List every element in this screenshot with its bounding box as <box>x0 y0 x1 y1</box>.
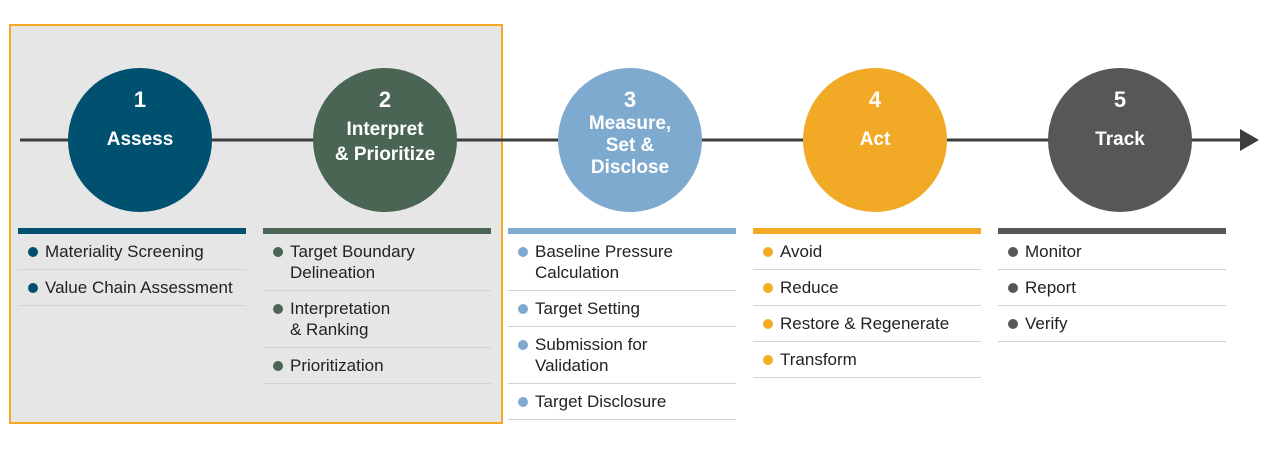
bullet-icon <box>1008 319 1018 329</box>
step-3-number: 3 <box>623 87 637 112</box>
bullet-icon <box>518 247 528 257</box>
arrow-head-icon <box>1240 129 1259 151</box>
bullet-icon <box>28 247 38 257</box>
list-item: Verify <box>998 306 1226 342</box>
step-1-circle <box>68 68 212 212</box>
step-5-circle <box>1048 68 1192 212</box>
item-label: Value Chain Assessment <box>45 278 233 297</box>
bullet-icon <box>273 361 283 371</box>
list-item: Value Chain Assessment <box>18 270 246 306</box>
item-label: Materiality Screening <box>45 242 204 261</box>
step-5-list: Monitor Report Verify <box>998 228 1226 342</box>
step-3-circle <box>558 68 702 212</box>
item-label: Baseline Pressure Calculation <box>535 242 673 282</box>
list-item: Monitor <box>998 234 1226 270</box>
list-item: Target Disclosure <box>508 384 736 420</box>
bullet-icon <box>518 340 528 350</box>
step-4-label: 4 Act <box>810 87 940 151</box>
bullet-icon <box>763 355 773 365</box>
item-label: Target Boundary Delineation <box>290 242 415 282</box>
step-3-title: Measure, Set & Disclose <box>588 113 672 178</box>
bullet-icon <box>273 247 283 257</box>
step-3-bar <box>508 228 736 234</box>
step-5-number: 5 <box>1113 87 1127 112</box>
list-item: Avoid <box>753 234 981 270</box>
step-3-list: Baseline Pressure Calculation Target Set… <box>508 228 736 420</box>
list-item: Reduce <box>753 270 981 306</box>
item-label: Monitor <box>1025 242 1082 261</box>
step-1-title: Assess <box>106 129 174 150</box>
step-5-title: Track <box>1095 129 1145 150</box>
list-item: Target Boundary Delineation <box>263 234 491 291</box>
step-1-number: 1 <box>133 87 147 112</box>
step-4-circle <box>803 68 947 212</box>
step-3-label: 3 Measure, Set & Disclose <box>565 87 695 179</box>
step-4-list: Avoid Reduce Restore & Regenerate Transf… <box>753 228 981 378</box>
list-item: Transform <box>753 342 981 378</box>
step-2-bar <box>263 228 491 234</box>
step-2-circle <box>313 68 457 212</box>
list-item: Target Setting <box>508 291 736 327</box>
item-label: Submission for Validation <box>535 335 648 375</box>
bullet-icon <box>28 283 38 293</box>
item-label: Transform <box>780 350 857 369</box>
step-2-label: 2 Interpret & Prioritize <box>320 87 450 167</box>
list-item: Submission for Validation <box>508 327 736 384</box>
bullet-icon <box>763 247 773 257</box>
bullet-icon <box>518 304 528 314</box>
step-2-list: Target Boundary Delineation Interpretati… <box>263 228 491 384</box>
item-label: Target Setting <box>535 299 640 318</box>
step-5-label: 5 Track <box>1055 87 1185 151</box>
bullet-icon <box>763 283 773 293</box>
item-label: Restore & Regenerate <box>780 314 950 333</box>
list-item: Materiality Screening <box>18 234 246 270</box>
step-1-list: Materiality Screening Value Chain Assess… <box>18 228 246 306</box>
step-1-bar <box>18 228 246 234</box>
list-item: Prioritization <box>263 348 491 384</box>
list-item: Baseline Pressure Calculation <box>508 234 736 291</box>
item-label: Reduce <box>780 278 839 297</box>
list-item: Report <box>998 270 1226 306</box>
item-label: Avoid <box>780 242 823 261</box>
step-4-title: Act <box>859 129 891 150</box>
item-label: Verify <box>1025 314 1068 333</box>
bullet-icon <box>273 304 283 314</box>
item-label: Interpretation & Ranking <box>290 299 391 339</box>
list-item: Interpretation & Ranking <box>263 291 491 348</box>
list-item: Restore & Regenerate <box>753 306 981 342</box>
step-2-title: Interpret & Prioritize <box>334 119 436 165</box>
item-label: Report <box>1025 278 1077 297</box>
item-label: Target Disclosure <box>535 392 667 411</box>
bullet-icon <box>763 319 773 329</box>
step-4-bar <box>753 228 981 234</box>
step-5-bar <box>998 228 1226 234</box>
item-label: Prioritization <box>290 356 384 375</box>
step-1-label: 1 Assess <box>75 87 205 151</box>
step-4-number: 4 <box>868 87 882 112</box>
bullet-icon <box>1008 283 1018 293</box>
bullet-icon <box>1008 247 1018 257</box>
bullet-icon <box>518 397 528 407</box>
step-2-number: 2 <box>378 87 392 112</box>
